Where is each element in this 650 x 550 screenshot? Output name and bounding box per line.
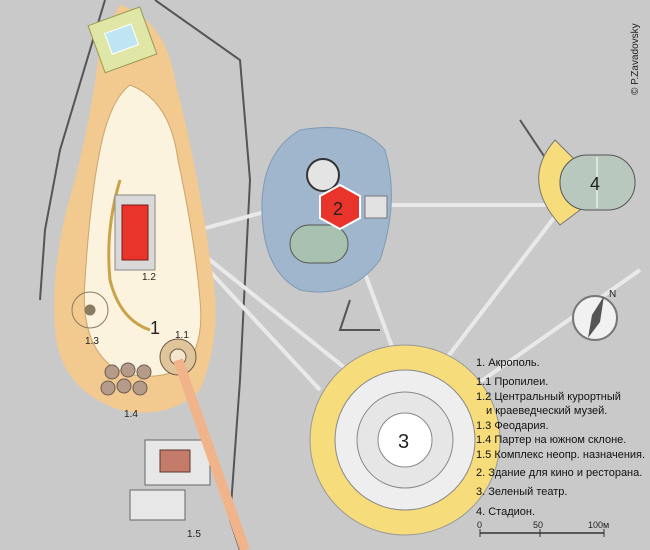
legend-item-4: 4. Стадион. [476,506,535,518]
legend-item-1-2-cont: и краеведческий музей. [486,405,607,417]
marker-1-2: 1.2 [142,272,156,283]
legend-item-1-2: 1.2 Центральный курортный [476,391,621,403]
feodaria [71,291,109,329]
scale-50: 50 [533,520,543,530]
propylaea [159,338,197,376]
scale-bar: 0 50 100м [477,520,609,537]
north-compass: N [572,289,618,341]
marker-1-4: 1.4 [124,409,138,420]
pool-square [87,6,158,74]
legend-item-1: 1. Акрополь. [476,357,540,369]
legend-item-1-3: 1.3 Феодария. [476,420,549,432]
marker-4: 4 [590,174,600,194]
museum-building [114,194,156,271]
complex-building [129,439,211,521]
legend-item-2: 2. Здание для кино и ресторана. [476,467,642,479]
legend-item-3: 3. Зеленый театр. [476,486,567,498]
marker-1: 1 [150,318,160,338]
legend: 1. Акрополь. 1.1 Пропилеи. 1.2 Центральн… [476,357,645,518]
marker-1-3: 1.3 [85,336,99,347]
stadium [538,139,636,226]
scale-100: 100м [588,520,609,530]
legend-item-1-5: 1.5 Комплекс неопр. назначения. [476,449,645,461]
cinema-restaurant-building [289,158,388,264]
walkway [173,358,250,550]
scale-0: 0 [477,520,482,530]
marker-2: 2 [333,199,343,219]
compass-north-label: N [609,289,616,300]
legend-item-1-1: 1.1 Пропилеи. [476,376,548,388]
marker-1-1: 1.1 [175,330,189,341]
green-theatre [309,344,501,536]
legend-item-1-4: 1.4 Партер на южном склоне. [476,434,626,446]
marker-3: 3 [398,431,409,453]
marker-1-5: 1.5 [187,529,201,540]
parterre [100,362,152,396]
copyright: © P.Zavadovsky [630,23,641,95]
